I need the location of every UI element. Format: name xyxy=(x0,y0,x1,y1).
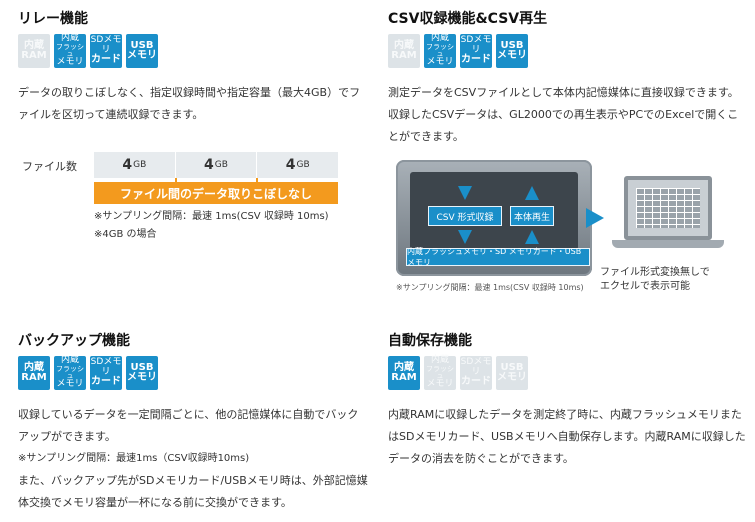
arrow-up-icon xyxy=(525,186,539,200)
arrow-right-icon xyxy=(586,208,604,228)
arrow-down-icon xyxy=(458,186,472,200)
csv-illustration: CSV 形式収録 本体再生 内蔵フラッシュメモリ・SD メモリカード・USB メ… xyxy=(388,156,750,306)
backup-description-2: また、バックアップ先がSDメモリカード/USBメモリ時は、外部記憶媒体交換でメモ… xyxy=(18,474,368,509)
sd-card-badge: SDメモリカード xyxy=(90,34,122,68)
internal-flash-badge: 内蔵フラッシュメモリ xyxy=(54,33,86,68)
internal-flash-badge: 内蔵フラッシュメモリ xyxy=(424,33,456,68)
laptop-caption: ファイル形式変換無しで エクセルで表示可能 xyxy=(600,267,710,292)
backup-note: ※サンプリング間隔：最速1ms（CSV収録時10ms) xyxy=(18,453,250,464)
laptop-icon xyxy=(624,176,712,240)
file-count-label: ファイル数 xyxy=(22,160,77,173)
sd-card-badge: SDメモリカード xyxy=(460,34,492,68)
relay-description: データの取りこぼしなく、指定収録時間や指定容量（最大4GB）でファイルを区切って… xyxy=(18,86,361,121)
arrow-up-icon xyxy=(525,230,539,244)
relay-notes: ※サンプリング間隔：最速 1ms(CSV 収録時 10ms) ※4GB の場合 xyxy=(94,208,354,244)
sd-card-badge: SDメモリカード xyxy=(460,356,492,390)
autosave-title: 自動保存機能 xyxy=(388,333,472,349)
autosave-description: 内蔵RAMに収録したデータを測定終了時に、内蔵フラッシュメモリまたはSDメモリカ… xyxy=(388,408,746,465)
arrow-down-icon xyxy=(458,230,472,244)
relay-note-sampling: ※サンプリング間隔：最速 1ms(CSV 収録時 10ms) xyxy=(94,211,329,222)
storage-media-box: 内蔵フラッシュメモリ・SD メモリカード・USB メモリ xyxy=(406,247,590,267)
csv-title: CSV収録機能&CSV再生 xyxy=(388,11,548,27)
backup-title: バックアップ機能 xyxy=(18,333,130,349)
no-loss-banner: ファイル間のデータ取りこぼしなし xyxy=(94,182,338,204)
relay-note-4gb: ※4GB の場合 xyxy=(94,229,157,240)
csv-description: 測定データをCSVファイルとして本体内記憶媒体に直接収録できます。収録したCSV… xyxy=(388,86,739,143)
segment-tick xyxy=(175,178,177,184)
csv-note: ※サンプリング間隔：最速 1ms(CSV 収録時 10ms) xyxy=(396,283,584,292)
relay-title: リレー機能 xyxy=(18,11,88,27)
internal-flash-badge: 内蔵フラッシュメモリ xyxy=(424,355,456,390)
playback-box: 本体再生 xyxy=(510,206,554,226)
backup-description: 収録しているデータを一定間隔ごとに、他の記憶媒体に自動でバックアップができます。 xyxy=(18,408,359,443)
internal-flash-badge: 内蔵フラッシュメモリ xyxy=(54,355,86,390)
sd-card-badge: SDメモリカード xyxy=(90,356,122,390)
laptop-base-icon xyxy=(612,240,724,248)
segment-tick xyxy=(256,178,258,184)
csv-record-box: CSV 形式収録 xyxy=(428,206,502,226)
